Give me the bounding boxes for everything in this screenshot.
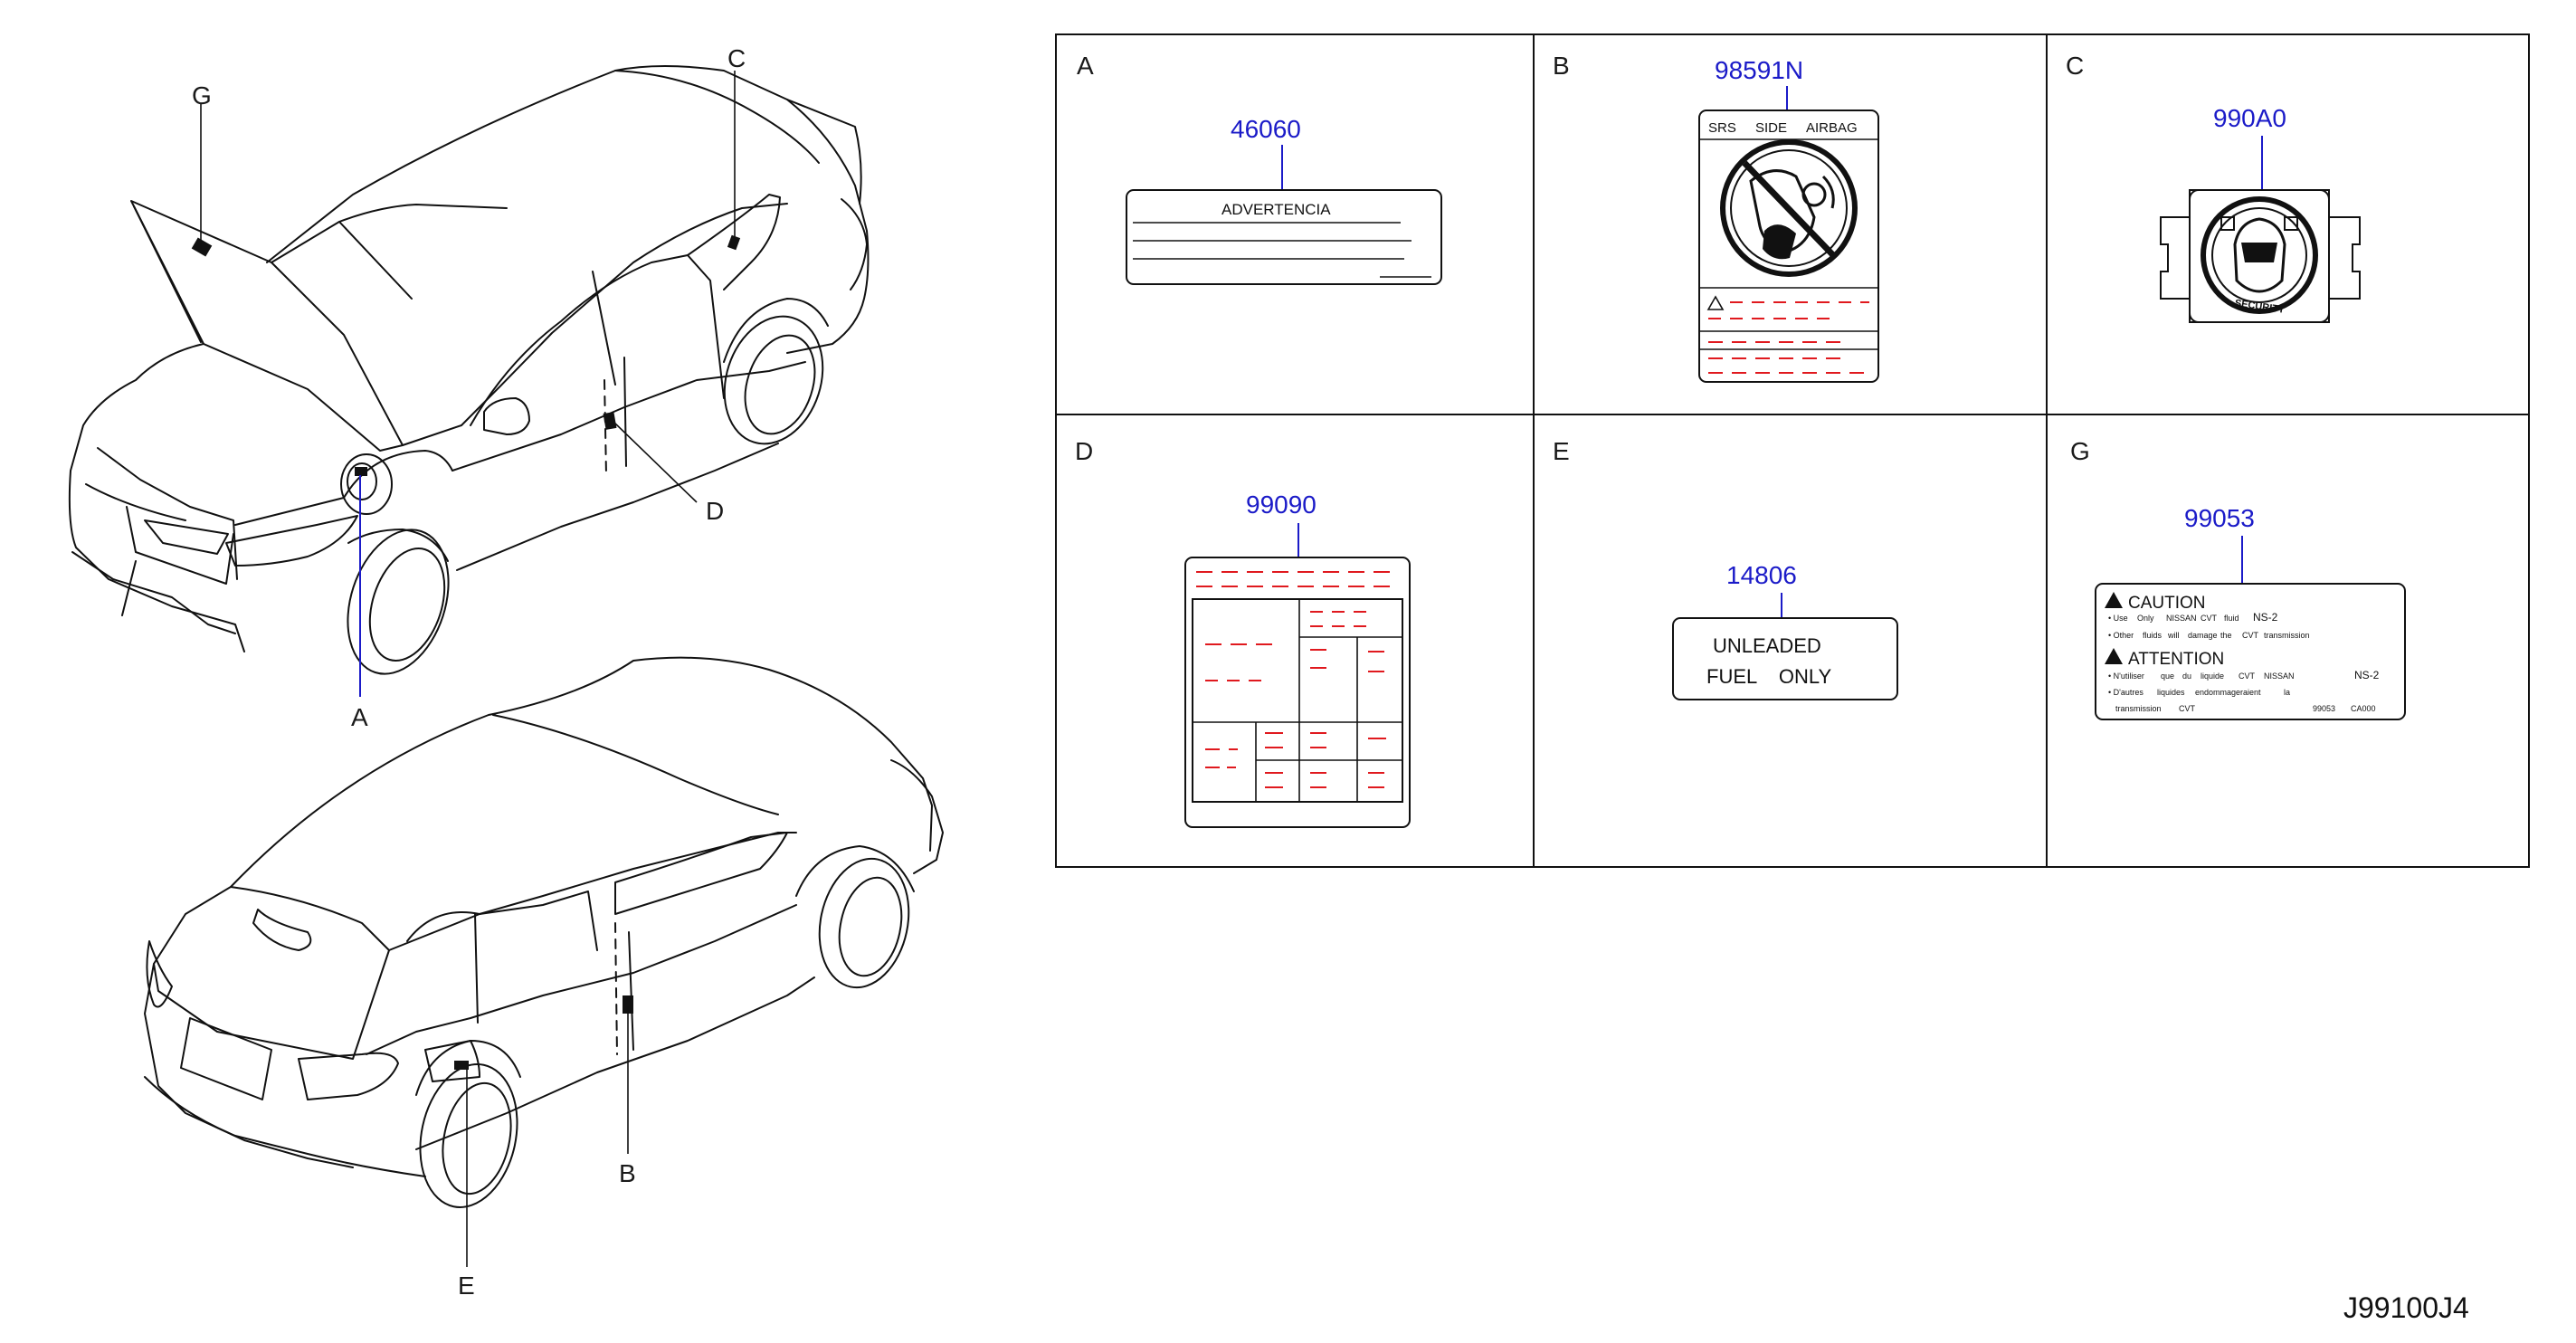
attention-1-0: • N'utiliser	[2108, 672, 2144, 681]
caution-1-2: NISSAN	[2166, 614, 2197, 623]
footer-code-1: 99053	[2313, 704, 2335, 713]
panel-g-part-number: 99053	[2184, 504, 2255, 532]
panel-g-letter: G	[2070, 437, 2090, 465]
caution-2-5: CVT	[2242, 631, 2259, 640]
caution-1-1: Only	[2137, 614, 2154, 623]
caution-1-5: NS-2	[2253, 611, 2278, 624]
panel-e-unleaded: UNLEADED	[1713, 634, 1821, 657]
lock-icon	[2220, 216, 2235, 231]
caution-2-4: the	[2220, 631, 2232, 640]
caution-title: CAUTION	[2128, 594, 2206, 613]
panel-b-header-srs: SRS	[1708, 120, 1736, 136]
callout-d: D	[706, 497, 724, 525]
attention-1-4: CVT	[2239, 672, 2256, 681]
attention-1-6: NS-2	[2354, 669, 2380, 681]
callout-b: B	[619, 1159, 636, 1187]
attention-1-5: NISSAN	[2264, 672, 2295, 681]
attention-title: ATTENTION	[2128, 650, 2224, 669]
panel-c-letter: C	[2066, 52, 2084, 80]
panel-b-header-side: SIDE	[1755, 120, 1787, 136]
callout-g: G	[192, 81, 212, 110]
caution-2-1: fluids	[2143, 631, 2163, 640]
security-label: SECURITY	[2160, 189, 2361, 323]
attention-3-0: transmission	[2115, 704, 2162, 713]
panel-a-label-heading: ADVERTENCIA	[1221, 201, 1331, 218]
panel-c: C 990A0 SECURITY	[2066, 52, 2361, 323]
attention-1-3: liquide	[2201, 672, 2224, 681]
footer-code-2: CA000	[2351, 704, 2376, 713]
panel-e-fuel-only: FUEL ONLY	[1706, 665, 1831, 688]
panel-e-part-number: 14806	[1726, 561, 1797, 589]
panel-d-part-number: 99090	[1246, 491, 1317, 519]
diagram-id: J99100J4	[2343, 1291, 2469, 1324]
caution-2-6: transmission	[2264, 631, 2310, 640]
caution-1-3: CVT	[2201, 614, 2218, 623]
callout-c: C	[727, 44, 746, 72]
attention-3-1: CVT	[2179, 704, 2196, 713]
attention-2-3: la	[2284, 688, 2290, 697]
no-child-seat-icon	[1720, 139, 1858, 277]
panel-e: E 14806 UNLEADED FUEL ONLY	[1553, 437, 1898, 700]
label-panels-grid	[1055, 33, 2530, 868]
panel-g: G 99053 CAUTION • Use Only NISSAN CVT fl…	[2070, 437, 2406, 720]
panel-a-letter: A	[1077, 52, 1094, 80]
attention-1-1: que	[2161, 672, 2174, 681]
caution-2-0: • Other	[2108, 631, 2134, 640]
caution-1-0: • Use	[2108, 614, 2128, 623]
caution-2-2: will	[2167, 631, 2180, 640]
caution-1-4: fluid	[2224, 614, 2239, 623]
panel-b-letter: B	[1553, 52, 1570, 80]
panel-b: B 98591N SRS SIDE AIRBAG	[1553, 52, 1879, 383]
attention-1-2: du	[2182, 672, 2191, 681]
panel-b-header-airbag: AIRBAG	[1806, 120, 1858, 136]
warning-icon-2	[2105, 648, 2123, 664]
warning-icon	[2105, 592, 2123, 608]
panel-d: D 99090	[1075, 437, 1411, 828]
panel-c-part-number: 990A0	[2213, 104, 2286, 132]
caution-2-3: damage	[2188, 631, 2218, 640]
callout-a: A	[351, 703, 368, 731]
callout-e: E	[458, 1272, 475, 1300]
car-front-view	[68, 65, 870, 697]
attention-2-1: liquides	[2157, 688, 2185, 697]
panel-e-letter: E	[1553, 437, 1570, 465]
panel-d-letter: D	[1075, 437, 1093, 465]
attention-2-2: endommageraient	[2195, 688, 2261, 697]
panel-a-part-number: 46060	[1231, 115, 1301, 143]
panel-b-part-number: 98591N	[1715, 56, 1803, 84]
car-rear-view	[144, 656, 944, 1267]
panel-a: A 46060 ADVERTENCIA	[1077, 52, 1442, 285]
attention-2-0: • D'autres	[2108, 688, 2143, 697]
